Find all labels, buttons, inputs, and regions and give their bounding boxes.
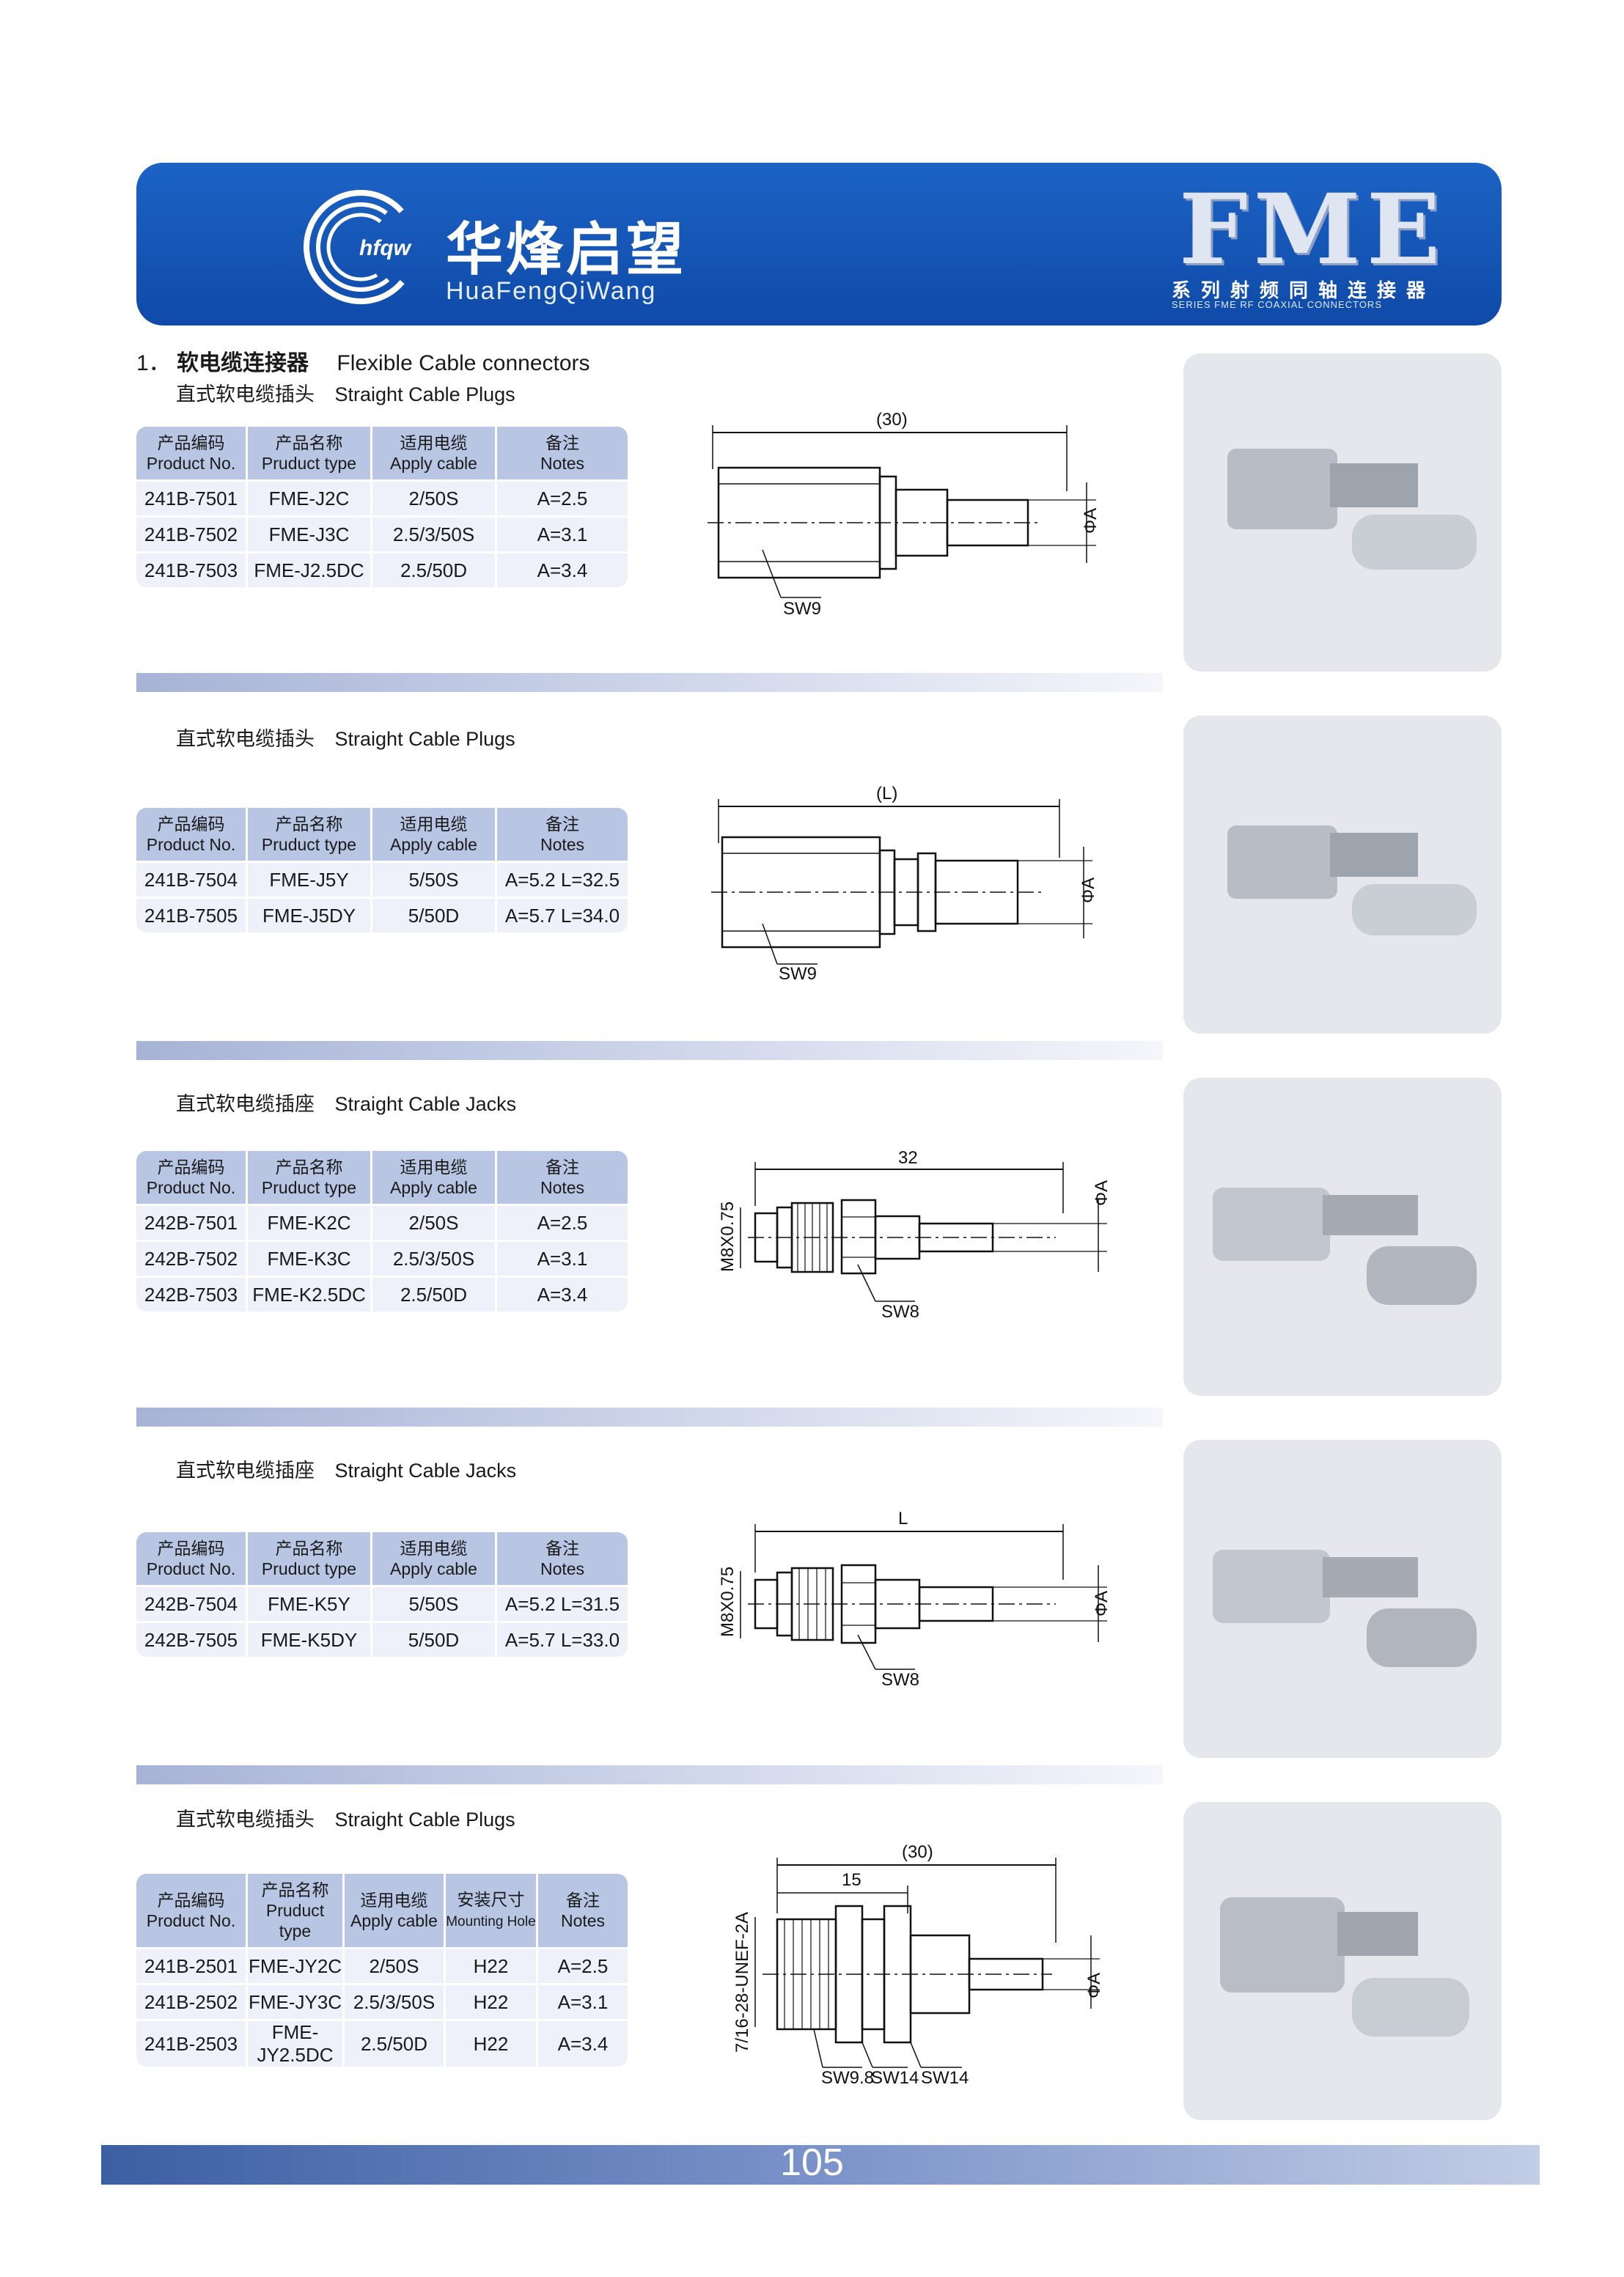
svg-text:ΦA: ΦA <box>1092 1591 1112 1616</box>
product-photo <box>1183 1802 1502 2120</box>
svg-text:(30): (30) <box>902 1842 933 1862</box>
product-photo <box>1183 353 1502 672</box>
group1-drawing: (30) ΦA SW9 <box>708 410 1101 619</box>
plug-photo-icon <box>1227 825 1477 935</box>
group2-subtitle: 直式软电缆插头 Straight Cable Plugs <box>176 728 515 750</box>
separator-bar <box>136 1041 1163 1060</box>
svg-text:ΦA: ΦA <box>1092 1180 1112 1206</box>
product-photo <box>1183 1440 1502 1758</box>
section-title: 1． 软电缆连接器 Flexible Cable connectors <box>136 345 590 377</box>
footer-bar <box>101 2145 1540 2185</box>
dim-wrench: SW9 <box>783 599 821 619</box>
brand-name-en: HuaFengQiWang <box>446 277 657 305</box>
group5-drawing: (30) 15 7/16-28-UNEF-2A ΦA SW9.8 SW14 SW… <box>732 1842 1104 2088</box>
brand-name-cn: 华烽启望 <box>446 217 687 283</box>
series-title: FME <box>1179 173 1447 287</box>
separator-bar <box>136 673 1163 692</box>
bulkhead-plug-photo-icon <box>1220 1897 1469 2037</box>
series-subtitle-en: SERIES FME RF COAXIAL CONNECTORS <box>1172 299 1382 310</box>
jack-photo-icon <box>1213 1188 1477 1305</box>
section-number: 1． <box>136 351 171 375</box>
section-title-en: Flexible Cable connectors <box>337 351 590 375</box>
logo-text: hfqw <box>359 236 412 260</box>
section-title-cn: 软电缆连接器 <box>177 351 309 375</box>
company-logo: hfqw <box>304 190 418 304</box>
dim-diameter: ΦA <box>1081 508 1101 534</box>
svg-text:ΦA: ΦA <box>1079 878 1098 903</box>
svg-text:ΦA: ΦA <box>1084 1973 1104 1998</box>
jack-photo-icon <box>1213 1550 1477 1667</box>
svg-text:M8X0.75: M8X0.75 <box>718 1202 738 1272</box>
group4-subtitle: 直式软电缆插座 Straight Cable Jacks <box>176 1460 517 1482</box>
separator-bar <box>136 1765 1163 1784</box>
dim-length: (30) <box>876 410 908 430</box>
svg-text:SW9.8: SW9.8 <box>821 2068 874 2088</box>
group3-drawing: 32 M8X0.75 ΦA SW8 <box>718 1148 1112 1322</box>
plug-photo-icon <box>1227 449 1477 570</box>
group2-drawing: (L) ΦA SW9 <box>711 784 1098 984</box>
svg-text:15: 15 <box>842 1870 861 1890</box>
page-number: 105 <box>780 2141 844 2184</box>
svg-text:32: 32 <box>898 1148 918 1168</box>
svg-text:SW9: SW9 <box>779 964 817 984</box>
group3-subtitle: 直式软电缆插座 Straight Cable Jacks <box>176 1093 517 1115</box>
group4-drawing: L M8X0.75 ΦA SW8 <box>718 1509 1112 1690</box>
svg-text:L: L <box>898 1509 908 1529</box>
svg-text:(L): (L) <box>876 784 897 803</box>
separator-bar <box>136 1408 1163 1427</box>
group1-subtitle: 直式软电缆插头 Straight Cable Plugs <box>176 378 515 407</box>
svg-text:M8X0.75: M8X0.75 <box>718 1567 738 1637</box>
svg-text:SW14: SW14 <box>921 2068 969 2088</box>
product-photo <box>1183 716 1502 1034</box>
product-photo <box>1183 1078 1502 1396</box>
svg-text:SW8: SW8 <box>881 1670 919 1690</box>
series-subtitle-cn: 系列射频同轴连接器 <box>1172 280 1436 302</box>
svg-text:SW14: SW14 <box>871 2068 919 2088</box>
subtitle-en: Straight Cable Plugs <box>334 383 515 405</box>
svg-text:SW8: SW8 <box>881 1302 919 1322</box>
group5-subtitle: 直式软电缆插头 Straight Cable Plugs <box>176 1809 515 1831</box>
svg-text:7/16-28-UNEF-2A: 7/16-28-UNEF-2A <box>732 1912 752 2053</box>
subtitle-cn: 直式软电缆插头 <box>176 383 315 405</box>
